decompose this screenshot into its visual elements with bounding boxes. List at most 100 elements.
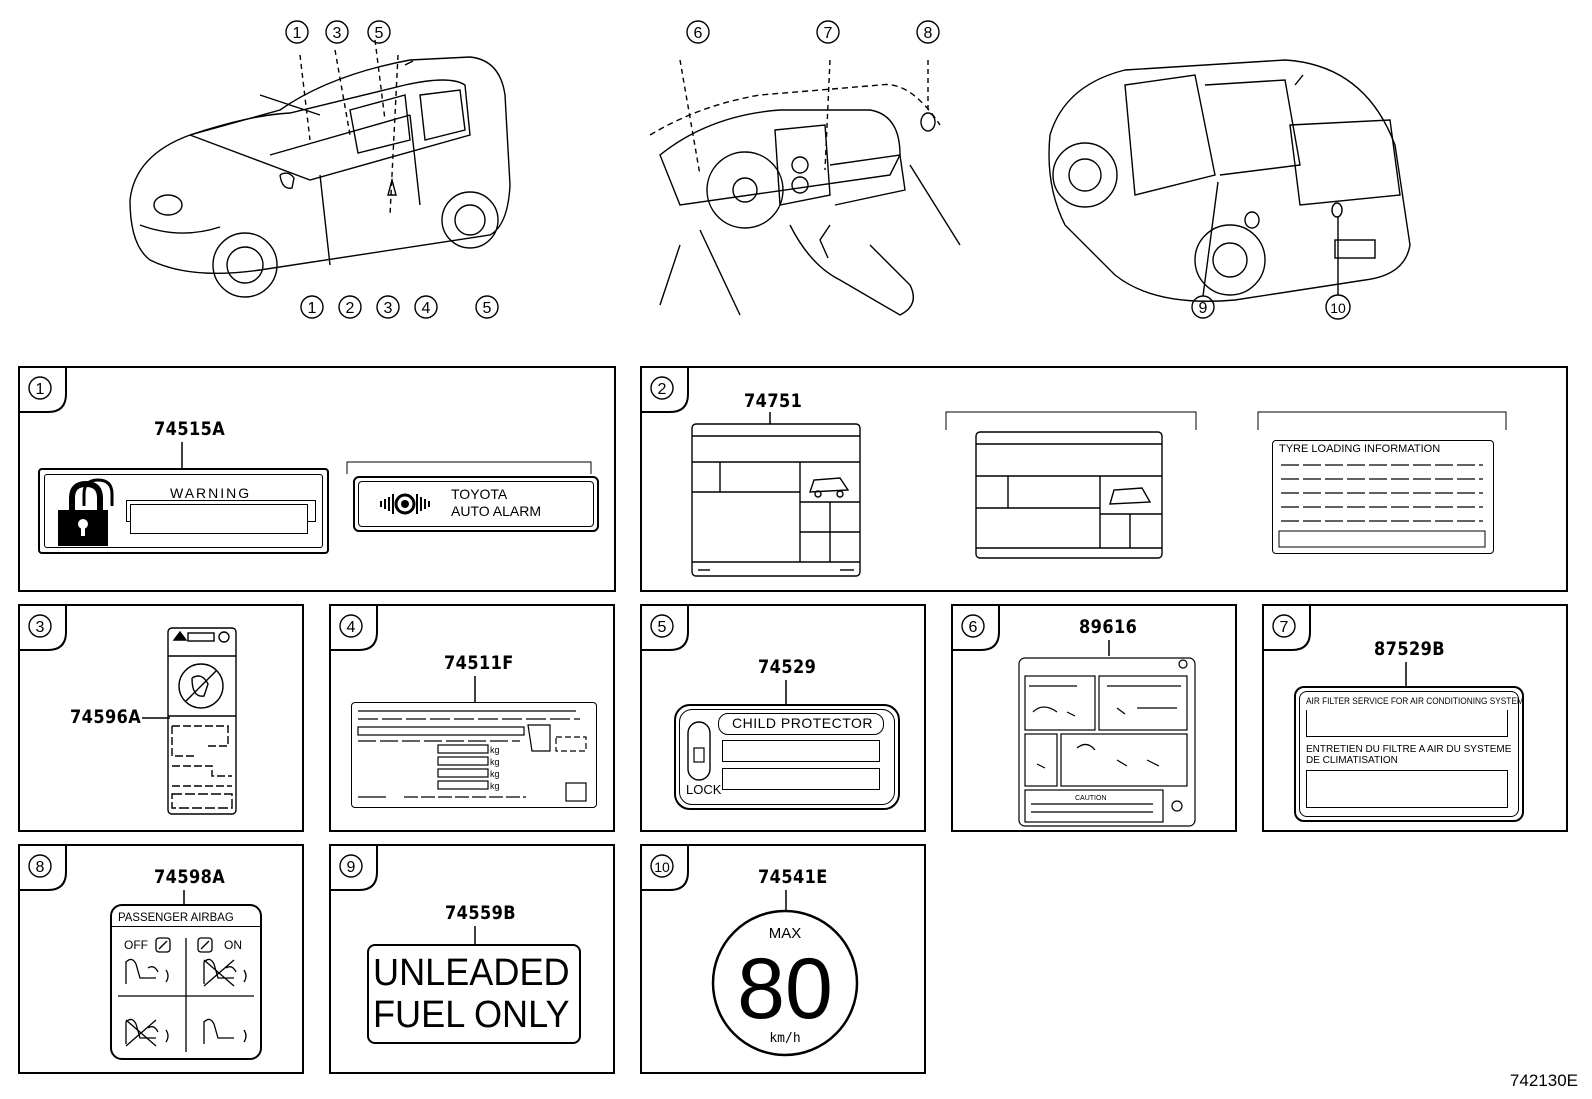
unleaded-line1: UNLEADED — [373, 952, 570, 994]
unleaded-line2: FUEL ONLY — [373, 994, 570, 1036]
panel-4-tab: 4 — [329, 604, 378, 651]
svg-text:4: 4 — [347, 619, 356, 636]
part-number: 74598A — [154, 866, 226, 888]
panel-9: 9 74559B UNLEADED FUEL ONLY — [329, 844, 615, 1074]
air-filter-label: AIR FILTER SERVICE FOR AIR CONDITIONING … — [1294, 686, 1524, 822]
part-number: 89616 — [1079, 616, 1138, 638]
front-bottom-callouts: 1 2 3 4 5 — [300, 295, 499, 319]
callout-7: 7 — [824, 25, 833, 42]
callout-1-top: 1 — [293, 25, 302, 42]
part-number: 74596A — [70, 706, 142, 728]
airbag-seat-icons — [118, 937, 254, 1052]
tyre-pressure-label: kg kg kg kg — [351, 702, 597, 808]
child-protector-title-box — [718, 713, 884, 735]
vehicle-info-label-b — [975, 431, 1163, 559]
panel-7: 7 87529B AIR FILTER SERVICE FOR AIR COND… — [1262, 604, 1568, 832]
svg-text:kg: kg — [490, 745, 500, 755]
callout-9: 9 — [1199, 300, 1208, 317]
alarm-line1: TOYOTA — [451, 486, 508, 502]
svg-text:1: 1 — [36, 381, 45, 398]
svg-text:8: 8 — [36, 859, 45, 876]
callout-4-bottom: 4 — [422, 300, 431, 317]
callout-3-bottom: 3 — [384, 300, 393, 317]
panel-8: 8 74598A PASSENGER AIRBAG OFF ON — [18, 844, 304, 1074]
svg-text:kg: kg — [490, 757, 500, 767]
padlock-icon — [58, 478, 114, 546]
immobiliser-label: CAUTION — [1018, 657, 1196, 827]
panel-4: 4 74511F kg kg kg kg — [329, 604, 615, 832]
tyre-label-title: TYRE LOADING INFORMATION — [1279, 443, 1441, 455]
panel-6-tab: 6 — [951, 604, 1000, 651]
lock-text: LOCK — [686, 782, 722, 797]
callout-6: 6 — [694, 25, 703, 42]
panel-9-tab: 9 — [329, 844, 378, 891]
auto-alarm-label: TOYOTA AUTO ALARM — [353, 476, 599, 532]
callout-1-bottom: 1 — [308, 300, 317, 317]
panel-8-tab: 8 — [18, 844, 67, 891]
callout-3-top: 3 — [333, 25, 342, 42]
callout-8: 8 — [924, 25, 933, 42]
rear-callouts: 9 10 — [1191, 181, 1351, 320]
panel-5-tab: 5 — [640, 604, 689, 651]
air-filter-line1: AIR FILTER SERVICE FOR AIR CONDITIONING … — [1306, 696, 1524, 706]
panel-1: 1 74515A WARNING TOYOTA AUTO ALARM — [18, 366, 616, 592]
air-filter-line3: DE CLIMATISATION — [1306, 755, 1398, 766]
callout-2-bottom: 2 — [346, 300, 355, 317]
child-protector-text: CHILD PROTECTOR — [732, 715, 874, 731]
tyre-loading-label: TYRE LOADING INFORMATION — [1272, 440, 1494, 554]
part-number: 74559B — [445, 902, 517, 924]
panel-10-tab: 10 — [640, 844, 689, 891]
warning-text: WARNING — [170, 485, 252, 501]
interior-callouts: 6 7 8 — [686, 20, 940, 44]
panel-7-tab: 7 — [1262, 604, 1311, 651]
panel-10: 10 74541E MAX 80 km/h — [640, 844, 926, 1074]
panel-3: 3 74596A — [18, 604, 304, 832]
panel-6: 6 89616 CAUTION — [951, 604, 1237, 832]
svg-text:CAUTION: CAUTION — [1075, 795, 1107, 802]
part-number: 87529B — [1374, 638, 1446, 660]
callout-5-top: 5 — [375, 25, 384, 42]
passenger-airbag-title: PASSENGER AIRBAG — [118, 910, 234, 924]
svg-text:5: 5 — [658, 619, 667, 636]
svg-text:9: 9 — [347, 859, 356, 876]
speed-max-text: MAX — [769, 925, 802, 942]
child-protector-label: CHILD PROTECTOR LOCK — [674, 704, 900, 810]
warning-label: WARNING — [38, 468, 329, 554]
svg-text:6: 6 — [969, 619, 978, 636]
svg-text:2: 2 — [658, 381, 667, 398]
panel-1-tab: 1 — [18, 366, 67, 413]
unleaded-fuel-label: UNLEADED FUEL ONLY — [367, 944, 581, 1044]
part-number: 74751 — [744, 390, 803, 412]
part-number: 74529 — [758, 656, 817, 678]
speed-value: 80 — [737, 941, 833, 1037]
rear-car-illustration — [1048, 59, 1411, 302]
front-car-illustration — [129, 39, 511, 298]
callout-10: 10 — [1330, 300, 1346, 316]
part-number: 74511F — [444, 652, 514, 674]
speed-unit: km/h — [769, 1031, 800, 1046]
lock-switch-icon — [687, 721, 711, 781]
airbag-off-text: OFF — [124, 938, 148, 952]
diagram-code: 742130E — [1509, 1071, 1578, 1090]
svg-text:kg: kg — [490, 781, 500, 791]
alarm-icon — [380, 493, 430, 515]
svg-text:10: 10 — [654, 859, 670, 875]
svg-text:3: 3 — [36, 619, 45, 636]
alarm-line2: AUTO ALARM — [451, 503, 541, 519]
airbag-on-text: ON — [224, 938, 242, 952]
interior-illustration — [649, 59, 961, 316]
panel-2: 2 74751 TYRE LOADING INFORMATION — [640, 366, 1568, 592]
passenger-airbag-label: PASSENGER AIRBAG OFF ON — [110, 904, 262, 1060]
part-number: 74541E — [758, 866, 828, 888]
air-filter-line2: ENTRETIEN DU FILTRE A AIR DU SYSTEME — [1306, 744, 1512, 755]
part-number: 74515A — [154, 418, 226, 440]
speed-limit-label: MAX 80 km/h — [711, 909, 859, 1057]
front-top-callouts: 1 3 5 — [285, 20, 391, 44]
panel-3-tab: 3 — [18, 604, 67, 651]
panel-5: 5 74529 CHILD PROTECTOR LOCK — [640, 604, 926, 832]
airbag-warning-label — [167, 627, 237, 815]
svg-text:kg: kg — [490, 769, 500, 779]
vehicle-info-label-a — [691, 423, 861, 577]
panel-2-tab: 2 — [640, 366, 689, 413]
callout-5-bottom: 5 — [483, 300, 492, 317]
